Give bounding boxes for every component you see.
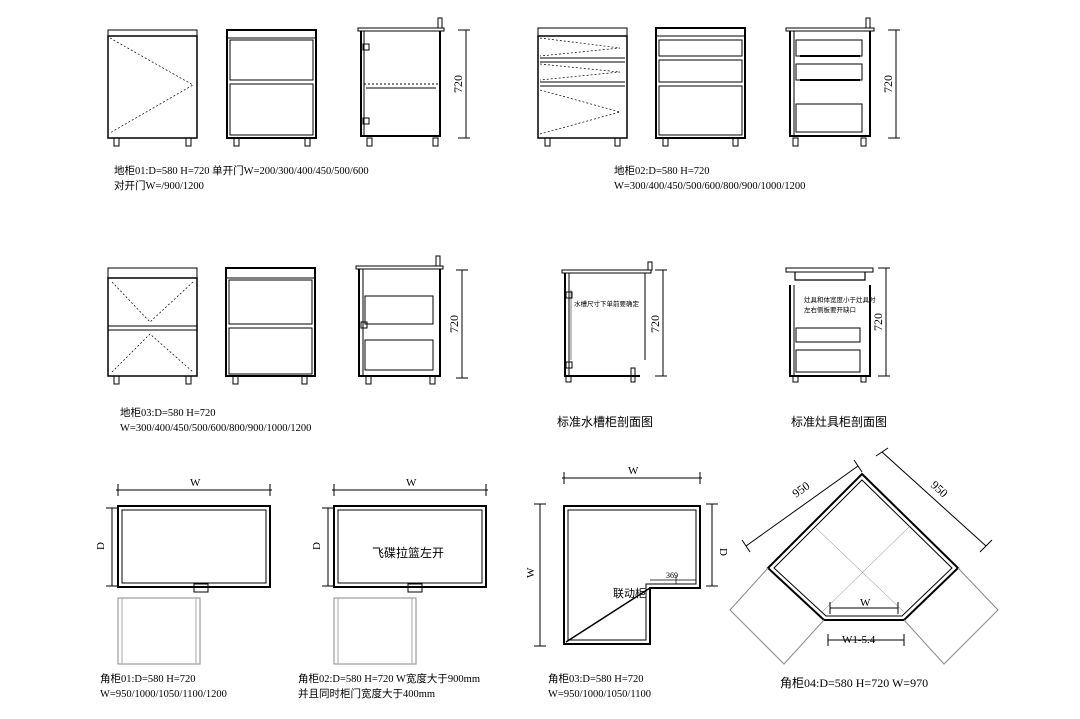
stove-cabinet-section — [785, 267, 874, 383]
base01-front-view — [107, 29, 198, 147]
corner01-caption-line1: 角柜01:D=580 H=720 — [100, 674, 196, 685]
stove-note-1: 灶具和体宽度小于灶具时 — [804, 295, 876, 304]
corner01-width-label: W — [190, 477, 201, 489]
base02-front-view — [537, 27, 628, 147]
corner01-caption-line2: W=950/1000/1050/1100/1200 — [100, 689, 227, 700]
corner04-plan — [729, 447, 999, 665]
base02-drawer-view — [655, 27, 746, 147]
base02-caption-line1: 地柜02:D=580 H=720 — [614, 166, 710, 177]
base01-height-dimension — [458, 29, 470, 139]
corner03-right-depth-label: D — [717, 548, 729, 556]
base01-section-view — [357, 17, 445, 147]
stove-height-dimension — [878, 267, 890, 377]
corner03-caption-line1: 角柜03:D=580 H=720 — [548, 674, 644, 685]
corner01-plan — [106, 484, 272, 665]
linked-cabinet-label: 联动柜 — [613, 587, 646, 600]
base02-height-label: 720 — [881, 75, 895, 93]
base01-drawer-view — [226, 29, 317, 147]
base01-height-label: 720 — [451, 75, 465, 93]
stove-section-title: 标准灶具柜剖面图 — [791, 415, 888, 429]
sink-section-title: 标准水槽柜剖面图 — [557, 415, 654, 429]
base03-section-view — [355, 255, 444, 385]
corner03-width-label: W — [628, 465, 639, 477]
base03-height-label: 720 — [447, 315, 461, 333]
corner03-369-label: 369 — [666, 571, 678, 580]
ufo-basket-label: 飞碟拉篮左开 — [372, 545, 444, 560]
base03-caption-line2: W=300/400/450/500/600/800/900/1000/1200 — [120, 423, 312, 434]
base02-height-dimension — [888, 29, 900, 139]
base01-caption-line2: 对开门W=/900/1200 — [114, 181, 204, 192]
base03-height-dimension — [456, 269, 468, 379]
corner03-plan — [534, 472, 718, 647]
sink-height-label: 720 — [648, 315, 662, 333]
corner02-caption-line2: 并且同时柜门宽度大于400mm — [298, 689, 436, 700]
sink-cabinet-section — [561, 261, 653, 383]
corner03-caption-line2: W=950/1000/1050/1100 — [548, 689, 651, 700]
corner01-depth-label: D — [95, 542, 107, 550]
corner02-width-label: W — [406, 477, 417, 489]
corner04-left-950-label: 950 — [790, 479, 813, 501]
base03-front-view — [107, 267, 198, 385]
base02-section-view — [785, 17, 875, 147]
corner02-plan — [322, 484, 488, 665]
stove-height-label: 720 — [871, 313, 885, 331]
corner04-w-label: W — [860, 597, 871, 609]
sink-height-dimension — [655, 269, 667, 377]
base01-caption-line1: 地柜01:D=580 H=720 单开门W=200/300/400/450/50… — [114, 166, 369, 177]
base02-caption-line2: W=300/400/450/500/600/800/900/1000/1200 — [614, 181, 806, 192]
base03-caption-line1: 地柜03:D=580 H=720 — [120, 408, 216, 419]
corner04-caption-line1: 角柜04:D=580 H=720 W=970 — [780, 676, 929, 690]
corner02-depth-label: D — [311, 542, 323, 550]
stove-note-2: 左右侧板要开缺口 — [804, 305, 856, 314]
corner02-caption-line1: 角柜02:D=580 H=720 W宽度大于900mm — [298, 674, 480, 685]
sink-note: 水槽尺寸下单前要确定 — [574, 299, 640, 308]
corner04-w154-label: W1-5.4 — [842, 634, 876, 646]
base03-drawer-view — [225, 267, 316, 385]
corner03-left-depth-label: W — [525, 567, 537, 578]
